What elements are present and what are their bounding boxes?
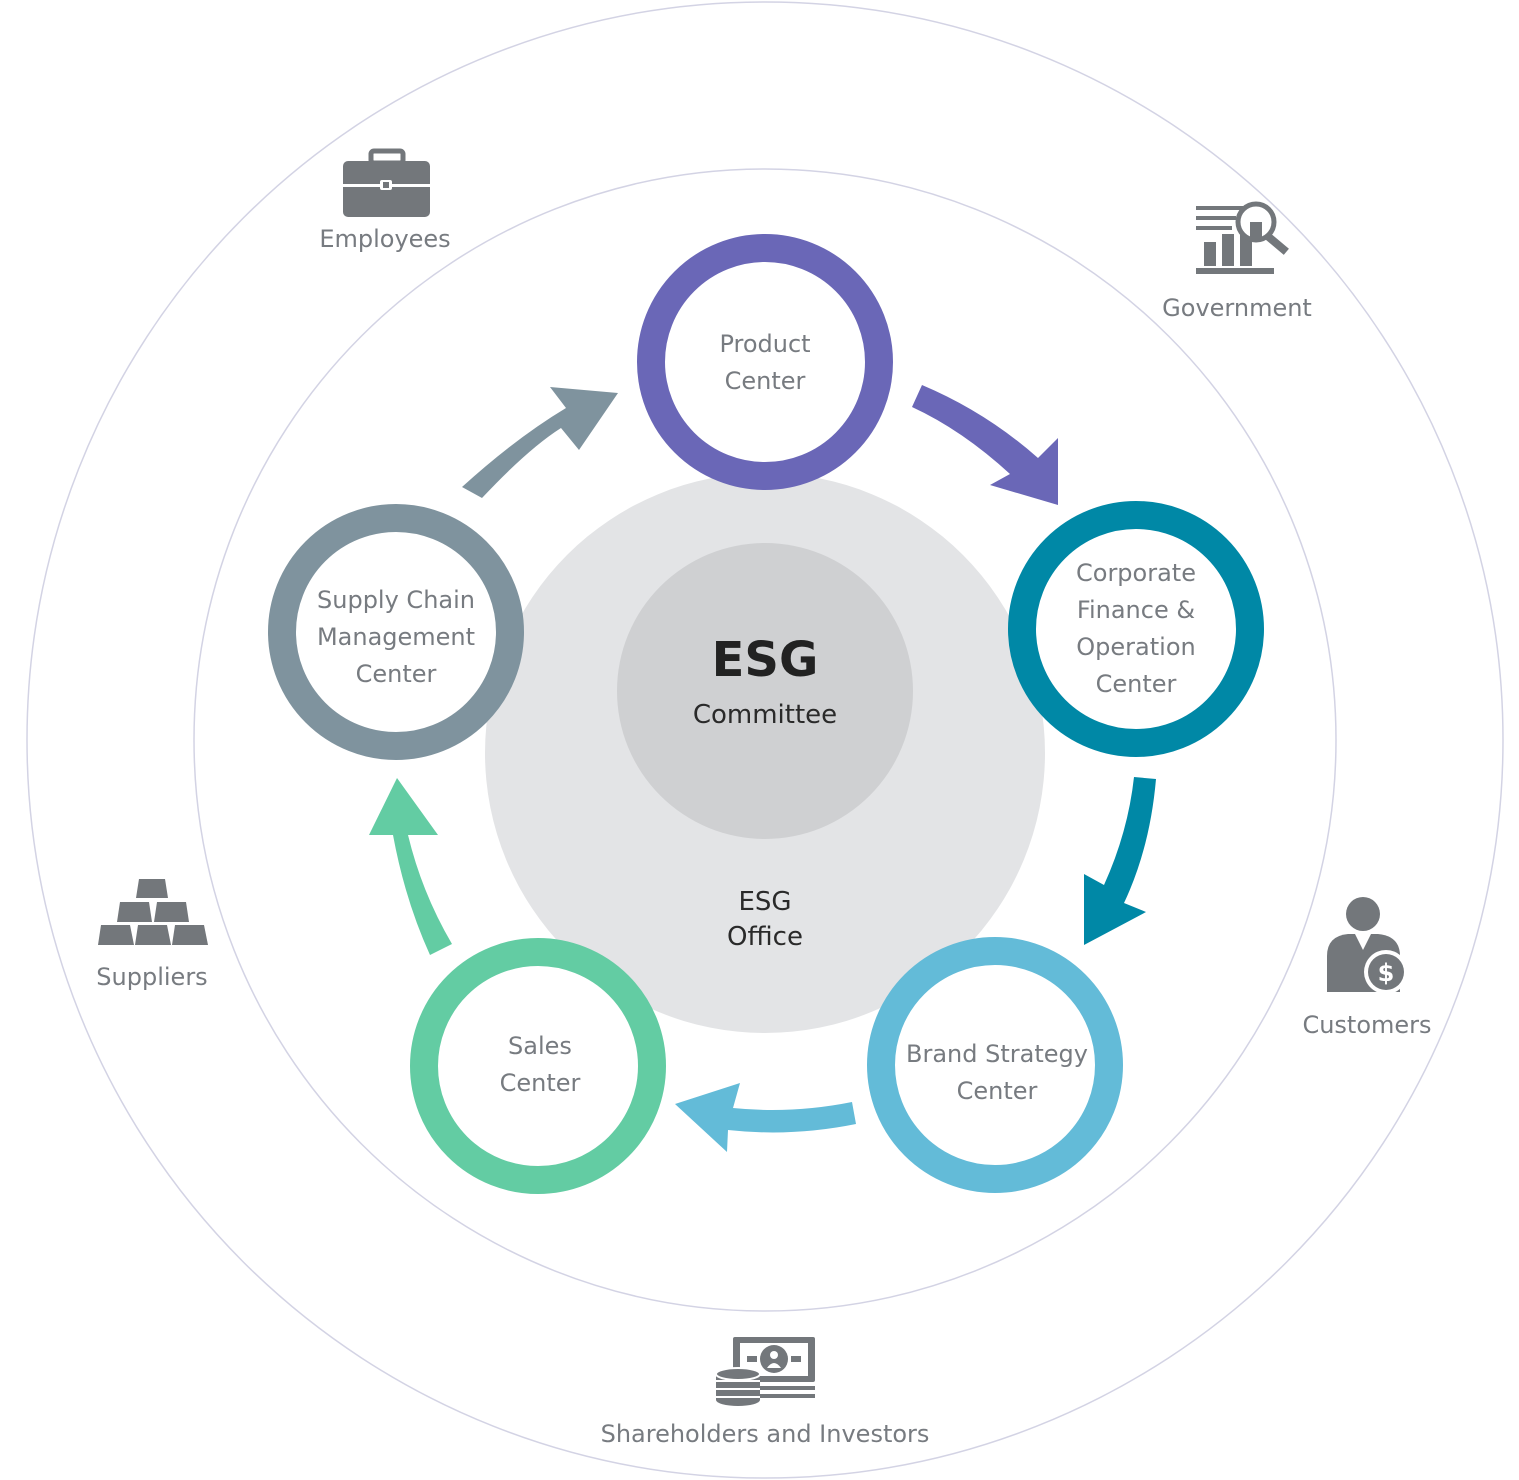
arrow-finance-to-brand xyxy=(1084,777,1156,945)
esg-office-line2: Office xyxy=(727,922,803,952)
svg-text:$: $ xyxy=(1378,959,1395,987)
finance-center-line1: Corporate xyxy=(1076,559,1196,587)
chart-magnifier-icon xyxy=(1196,201,1289,274)
inner-ring xyxy=(193,168,1337,1312)
supply-center-line1: Supply Chain xyxy=(317,586,475,614)
product-center-line1: Product xyxy=(719,330,811,358)
finance-center-line3: Operation xyxy=(1076,633,1196,661)
finance-center-line2: Finance & xyxy=(1076,596,1196,624)
outer-ring xyxy=(26,1,1504,1479)
supply-center-ring xyxy=(268,504,524,760)
stakeholder-customers-label: Customers xyxy=(1302,1011,1432,1039)
product-center-label: Product Center xyxy=(645,326,885,400)
arrow-sales-to-supply xyxy=(369,778,452,955)
supply-center-line3: Center xyxy=(355,660,437,688)
esg-office-label: ESG Office xyxy=(615,885,915,955)
stakeholder-government-label: Government xyxy=(1162,294,1312,322)
esg-committee-title: ESG xyxy=(711,632,819,688)
supply-center-line2: Management xyxy=(316,623,476,651)
finance-center-label: Corporate Finance & Operation Center xyxy=(1016,555,1256,703)
sales-center-label: Sales Center xyxy=(420,1028,660,1102)
product-center-ring xyxy=(637,234,893,490)
brand-center-ring xyxy=(867,937,1123,1193)
arrow-brand-to-sales xyxy=(675,1083,856,1152)
brand-center-line2: Center xyxy=(956,1077,1038,1105)
stakeholder-suppliers-label: Suppliers xyxy=(96,963,208,991)
gold-bars-icon xyxy=(98,879,208,945)
customer-dollar-icon: $ xyxy=(1327,897,1408,994)
esg-committee-circle xyxy=(617,543,913,839)
sales-center-ring xyxy=(410,938,666,1194)
arrow-product-to-finance xyxy=(912,385,1058,505)
sales-center-line1: Sales xyxy=(508,1032,572,1060)
money-coins-icon xyxy=(715,1337,815,1406)
esg-committee-subtitle: Committee xyxy=(692,700,838,730)
product-center-line2: Center xyxy=(724,367,806,395)
brand-center-line1: Brand Strategy xyxy=(906,1040,1088,1068)
esg-office-line1: ESG xyxy=(738,887,792,917)
stakeholder-employees-label: Employees xyxy=(319,225,451,253)
finance-center-line4: Center xyxy=(1095,670,1177,698)
briefcase-icon xyxy=(343,148,430,217)
stakeholder-shareholders-label: Shareholders and Investors xyxy=(600,1420,930,1448)
arrow-supply-to-product xyxy=(462,387,618,498)
finance-center-ring xyxy=(1008,501,1264,757)
supply-center-label: Supply Chain Management Center xyxy=(276,582,516,693)
brand-center-label: Brand Strategy Center xyxy=(877,1036,1117,1110)
sales-center-line2: Center xyxy=(499,1069,581,1097)
